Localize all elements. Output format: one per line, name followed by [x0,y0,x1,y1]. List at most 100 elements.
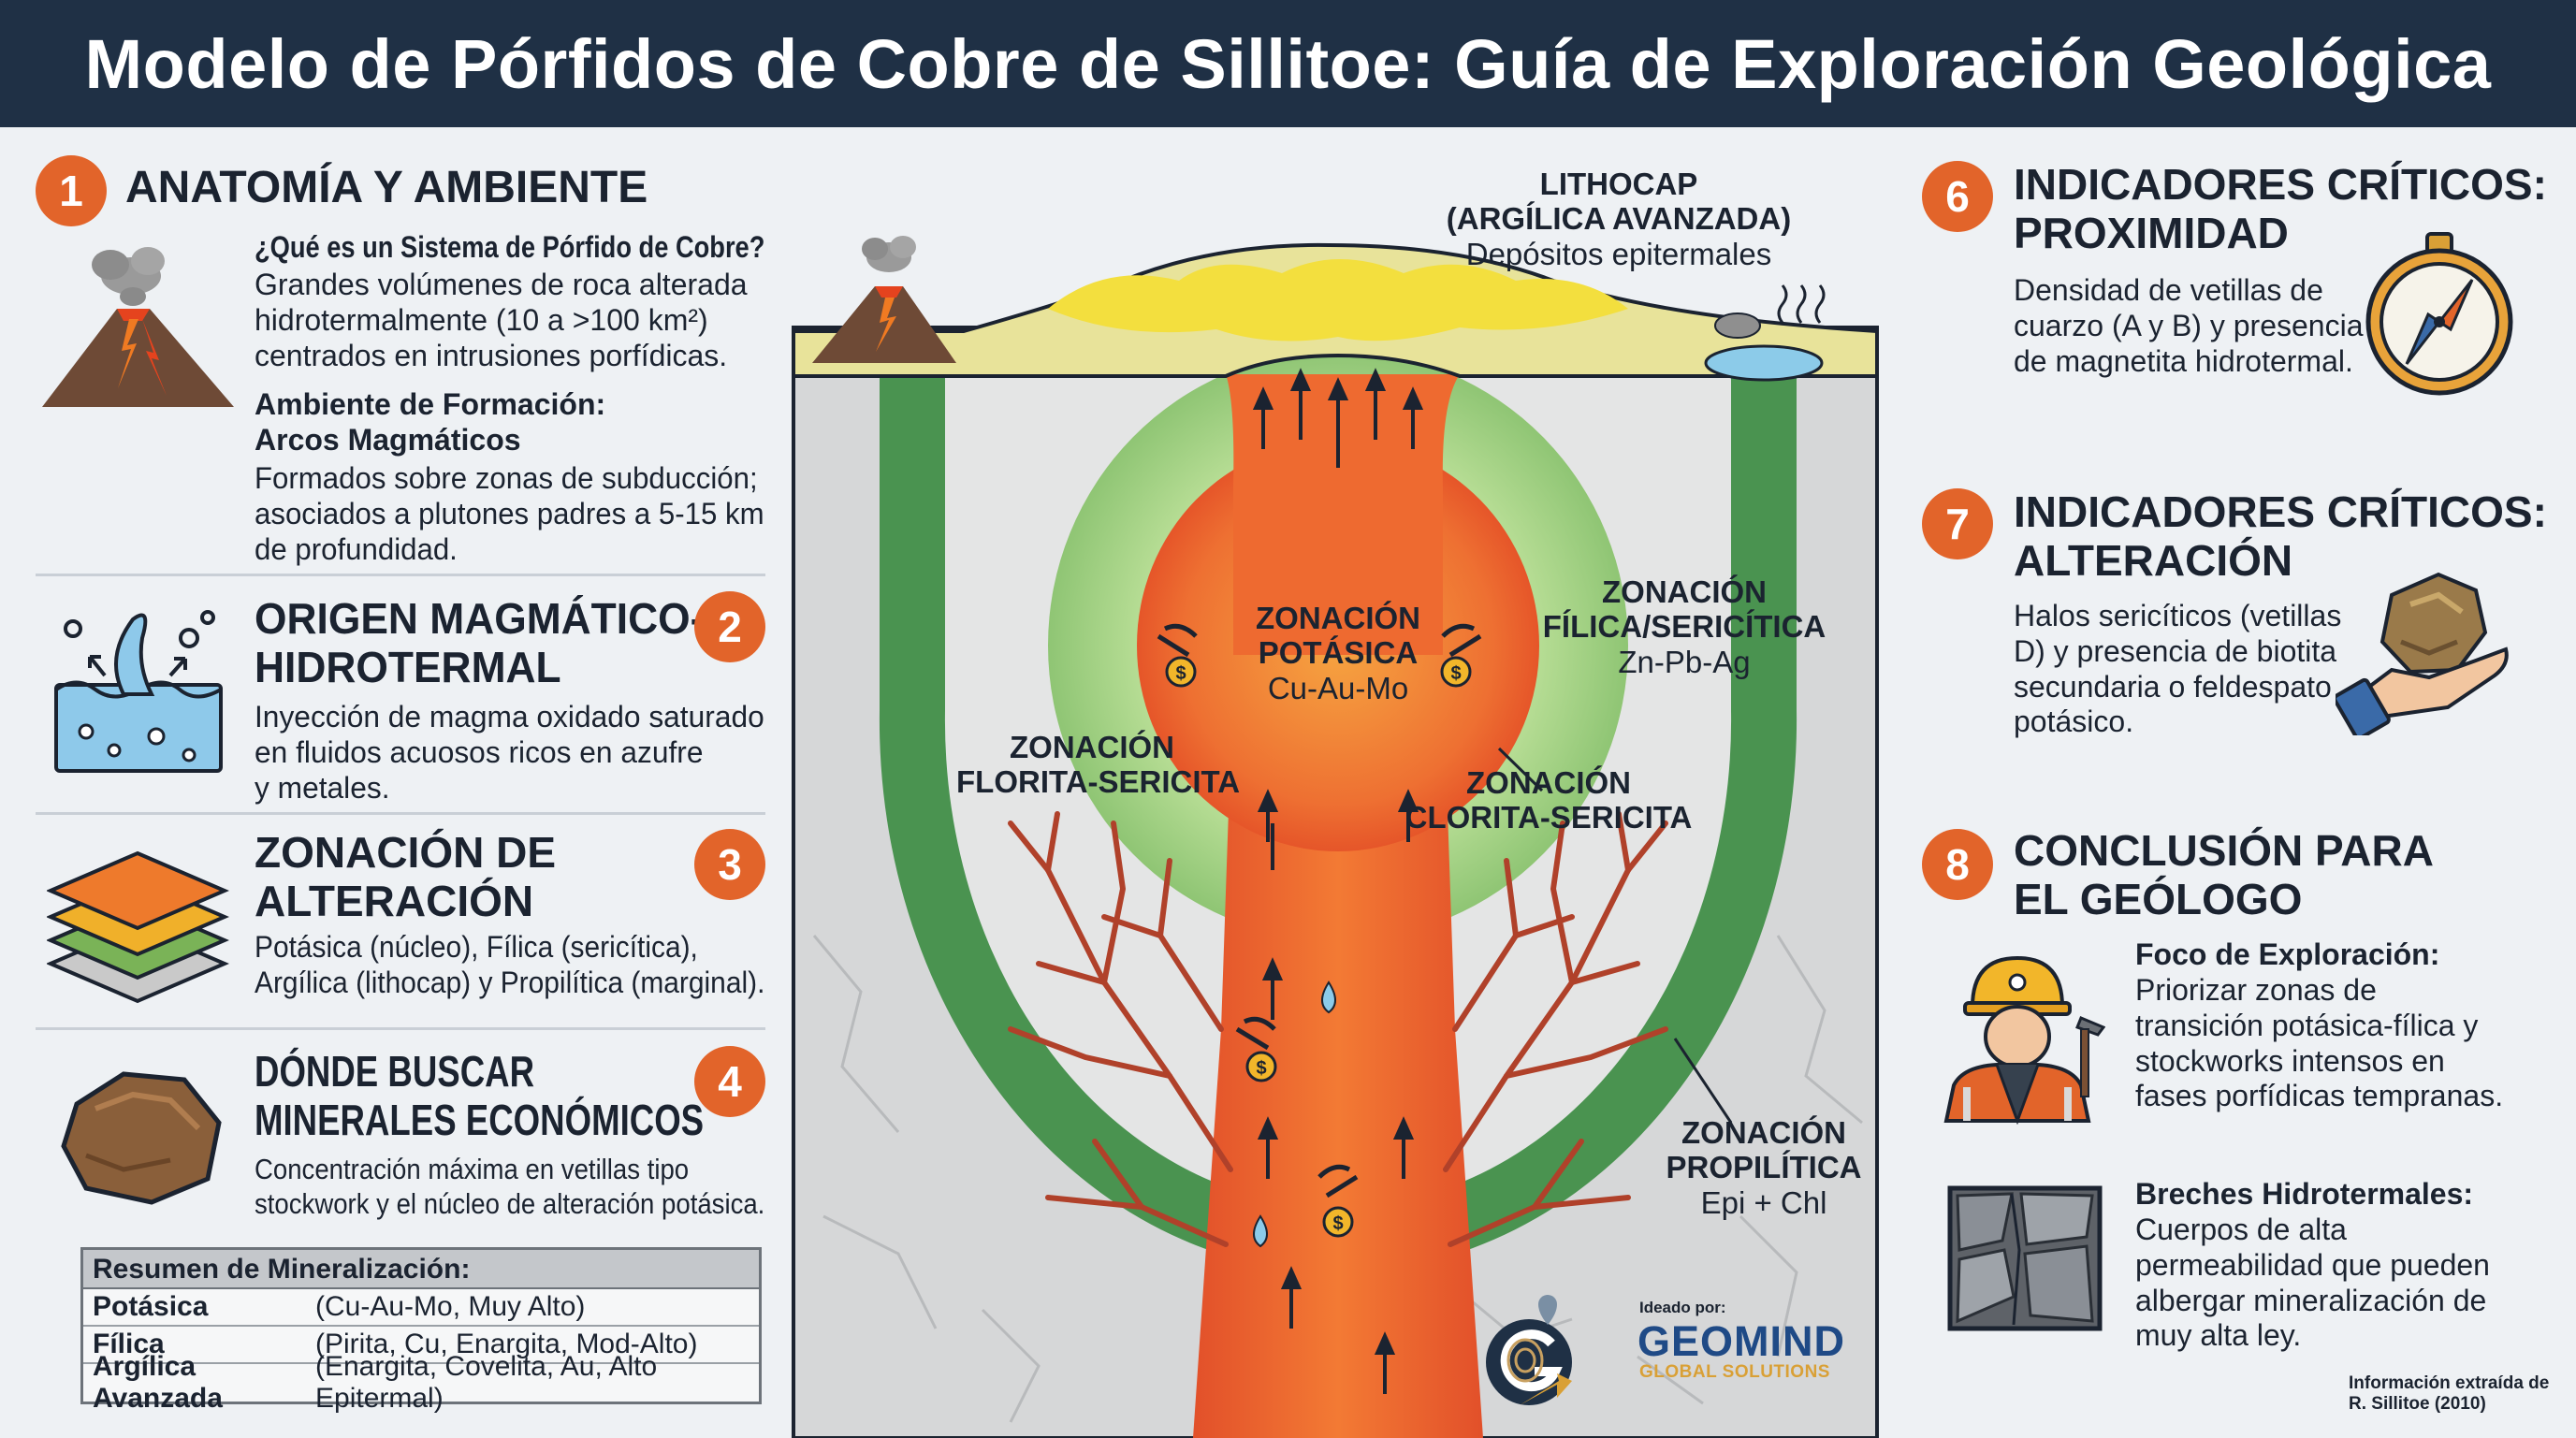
surface-volcano [812,286,956,363]
s3-line: Potásica (núcleo), Fílica (sericítica), [255,930,698,964]
s6-heading-line: INDICADORES CRÍTICOS: [2014,160,2547,209]
lithocap-label-line: LITHOCAP [1539,167,1698,201]
s4-line: Concentración máxima en vetillas tipo [255,1153,690,1185]
pickaxe-coin-icon: $ [1235,1016,1277,1082]
s8-focus-text: Priorizar zonas de transición potásica-f… [2135,973,2503,1114]
section-4-number: 4 [694,1046,765,1117]
summary-detail: (Cu-Au-Mo, Muy Alto) [315,1291,586,1322]
section-2-heading: ORIGEN MAGMÁTICO- HIDROTERMAL [255,594,705,691]
credit-line: R. Sillitoe (2010) [2349,1393,2486,1414]
s2-text: Inyección de magma oxidado saturado en f… [255,700,764,806]
propylitic-label-line: ZONACIÓN [1681,1115,1846,1150]
s1-q-line: Grandes volúmenes de roca alterada [255,268,748,301]
propylitic-label-line: PROPILÍTICA [1666,1150,1862,1185]
section-8-number: 8 [1922,829,1993,900]
s2-line: en fluidos acuosos ricos en azufre [255,734,704,769]
s1-env-line: de profundidad. [255,531,458,566]
pickaxe-coin-icon: $ [1157,623,1198,688]
s1-q-line: hidrotermalmente (10 a >100 km²) [255,302,708,337]
s1-env-line: Formados sobre zonas de subducción; [255,461,758,495]
table-row: Potásica (Cu-Au-Mo, Muy Alto) [83,1289,759,1327]
s3-heading-line: ALTERACIÓN [255,876,534,925]
lithocap-label: LITHOCAP (ARGÍLICA AVANZADA) Depósitos e… [1446,167,1792,271]
logo-ideado: Ideado por: [1639,1299,1726,1316]
s2-heading-line: ORIGEN MAGMÁTICO- [255,594,705,643]
fluid-splash-icon [54,610,223,773]
divider [36,812,765,815]
leader-line [1673,1038,1733,1124]
s8-breccia-line: albergar mineralización de [2135,1283,2487,1317]
table-row: Fílica (Pirita, Cu, Enargita, Mod-Alto) [83,1327,759,1364]
geologist-icon [1943,955,2105,1125]
section-7-number: 7 [1922,488,1993,559]
section-6-number: 6 [1922,161,1993,232]
section-1-heading: ANATOMÍA Y AMBIENTE [125,163,648,212]
s1-question-text: Grandes volúmenes de roca alterada hidro… [255,268,748,373]
title-bar: Modelo de Pórfidos de Cobre de Sillitoe:… [0,0,2576,127]
s8-heading-line: CONCLUSIÓN PARA [2014,826,2434,875]
phyllic-label-line: ZONACIÓN [1602,574,1767,609]
section-2-number: 2 [694,591,765,662]
s7-line: D) y presencia de biotita [2014,633,2337,668]
s6-heading-line: PROXIMIDAD [2014,208,2289,257]
svg-text:$: $ [1332,1213,1343,1234]
s1-environment-text: Formados sobre zonas de subducción; asoc… [255,461,764,567]
section-1-number: 1 [36,155,107,226]
florita-label-line: ZONACIÓN [1010,730,1174,764]
potassic-label: ZONACIÓN POTÁSICA Cu-Au-Mo [1207,601,1469,705]
summary-detail: (Enargita, Covelita, Au, Alto Epitermal) [315,1351,658,1414]
potassic-sublabel: Cu-Au-Mo [1267,670,1409,705]
s2-line: Inyección de magma oxidado saturado [255,700,764,734]
s6-line: de magnetita hidrotermal. [2014,343,2353,378]
layers-icon [47,850,229,1004]
s7-text: Halos sericíticos (vetillas D) y presenc… [2014,599,2341,740]
summary-zone: Argílica Avanzada [93,1351,223,1414]
propylitic-sublabel: Epi + Chl [1700,1184,1827,1220]
s7-line: potásico. [2014,704,2134,739]
porphyry-diagram: $ $ $ $ [792,236,1879,1438]
compass-icon [2365,232,2513,396]
source-credit: Información extraída de R. Sillitoe (201… [2349,1373,2549,1415]
flow-arrows [1252,368,1424,1394]
section-3-heading: ZONACIÓN DE ALTERACIÓN [255,828,556,925]
s8-focus-line: transición potásica-fílica y [2135,1008,2479,1042]
s4-heading-line: MINERALES ECONÓMICOS [255,1095,705,1144]
section-3-number: 3 [694,829,765,900]
s1-question-title: ¿Qué es un Sistema de Pórfido de Cobre? [255,230,765,264]
s4-heading-line: DÓNDE BUSCAR [255,1047,535,1096]
porphyry-dike [1193,674,1483,1438]
s4-line: stockwork y el núcleo de alteración potá… [255,1186,765,1220]
rock-cracks [812,935,1863,1423]
s7-heading-line: INDICADORES CRÍTICOS: [2014,487,2547,536]
florita-sericita-label: ZONACIÓN FLORITA-SERICITA [956,730,1240,800]
s7-heading-line: ALTERACIÓN [2014,535,2293,585]
mineralization-summary-table: Resumen de Mineralización: Potásica (Cu-… [80,1247,762,1414]
s8-breccia-line: Cuerpos de alta [2135,1213,2347,1246]
breccia-icon [1947,1185,2103,1331]
page-title: Modelo de Pórfidos de Cobre de Sillitoe:… [84,24,2492,103]
lithocap-sublabel: Depósitos epitermales [1465,236,1772,271]
hand-rock-icon [2336,572,2509,735]
s8-focus-title: Foco de Exploración: [2135,937,2440,971]
geomind-logo-icon [1486,1295,1572,1405]
svg-text:$: $ [1450,663,1461,684]
divider [36,1027,765,1030]
s6-text: Densidad de vetillas de cuarzo (A y B) y… [2014,273,2363,379]
svg-text:$: $ [1256,1058,1266,1079]
phyllic-label: ZONACIÓN FÍLICA/SERICÍTICA Zn-Pb-Ag [1516,574,1853,679]
s6-line: Densidad de vetillas de [2014,273,2323,307]
s1-env-line: asociados a plutones padres a 5-15 km [255,496,764,530]
lithocap-core [1048,259,1628,341]
s8-heading-line: EL GEÓLOGO [2014,874,2303,923]
summary-title: Resumen de Mineralización: [83,1250,759,1289]
s8-breccia-line: muy alta ley. [2135,1318,2302,1353]
s1-env-title-line: Arcos Magmáticos [255,422,521,457]
section-4-heading: DÓNDE BUSCAR MINERALES ECONÓMICOS [255,1047,705,1144]
s8-focus-line: stockworks intensos en [2135,1043,2445,1078]
upper-conduit [1226,374,1460,655]
s4-text: Concentración máxima en vetillas tipo st… [255,1153,764,1221]
s3-text: Potásica (núcleo), Fílica (sericítica), … [255,930,764,1001]
clorita-label-line: ZONACIÓN [1466,765,1631,800]
clorita-label-line: CLORITA-SERICITA [1404,800,1693,835]
s7-line: secundaria o feldespato [2014,669,2332,704]
